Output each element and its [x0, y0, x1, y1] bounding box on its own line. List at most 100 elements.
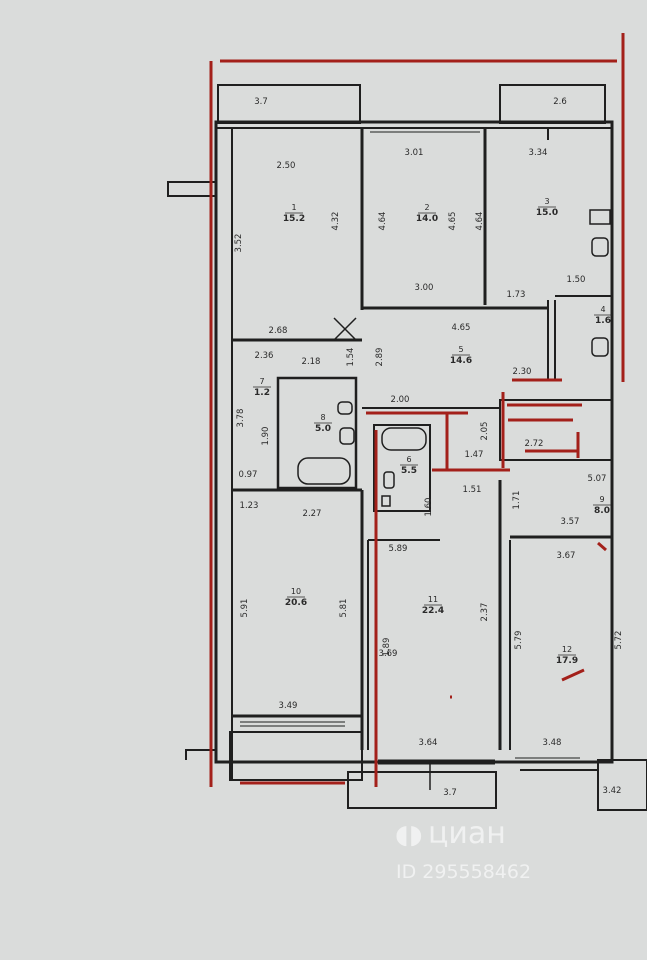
room-label: 98.0	[593, 495, 611, 516]
bath-wall	[373, 424, 431, 512]
bathtub-fixture	[297, 457, 351, 485]
room-number: 8	[320, 413, 325, 422]
sink-fixture-2	[591, 337, 609, 357]
dimension-label: 1.71	[512, 491, 522, 510]
room-area: 1.6	[595, 316, 611, 326]
dimension-label: 4.65	[452, 323, 471, 333]
room-area: 15.2	[283, 214, 305, 224]
room-label: 12 17.9	[556, 645, 578, 666]
room-number: 9	[599, 495, 604, 504]
watermark-brand: циан	[428, 816, 506, 851]
dimension-label: 1.90	[261, 427, 271, 446]
dimension-label: 2.36	[255, 351, 274, 361]
room-area: 17.9	[556, 656, 578, 666]
walls	[167, 84, 647, 811]
dimension-label: 1.50	[567, 275, 586, 285]
dimension-label: 4.64	[378, 212, 388, 231]
bathtub-fixture-2	[381, 427, 427, 451]
dimension-label: 4.64	[475, 212, 485, 231]
room-number: 3	[544, 197, 549, 206]
dimension-label: 3.42	[603, 786, 622, 796]
markup-dash-2	[597, 541, 607, 552]
dimension-label: 4.32	[331, 212, 341, 231]
dimension-label: 1.89	[382, 638, 392, 657]
dimension-label: 5.91	[240, 599, 250, 618]
toilet-fixture-2	[591, 237, 609, 257]
room-label: 315.0	[536, 197, 558, 218]
dimension-label: 2.72	[525, 439, 544, 449]
dimension-label: 2.00	[391, 395, 410, 405]
sink-fixture-4	[383, 471, 395, 489]
dimension-label: 2.6	[553, 97, 567, 107]
balcony-bottom-left	[229, 731, 363, 781]
sink-fixture-3	[589, 209, 611, 225]
dimension-label: 2.27	[303, 509, 322, 519]
door-swing-2	[333, 317, 357, 341]
dimension-label: 1.73	[507, 290, 526, 300]
room-area: 14.6	[450, 356, 472, 366]
dimension-label: 3.7	[443, 788, 457, 798]
dimension-label: 3.00	[415, 283, 434, 293]
corridor-wall	[499, 399, 613, 461]
dimension-label: 3.69	[379, 649, 398, 659]
sink-fixture	[339, 427, 355, 445]
room-number: 5	[458, 345, 463, 354]
toilet-fixture	[337, 401, 353, 415]
dimension-label: 1.47	[465, 450, 484, 460]
dimension-label: 3.78	[236, 409, 246, 428]
room-labels: 115.2214.0315.041.6514.665.571.285.098.0…	[253, 197, 612, 666]
dimension-label: 3.01	[405, 148, 424, 158]
room-number: 6	[406, 455, 411, 464]
watermark-logo: ◖◗	[395, 820, 422, 850]
red-markup	[209, 33, 625, 787]
dimension-label: 3.48	[543, 738, 562, 748]
dimension-labels: 3.7 2.6 2.50 3.01 3.34 3.52 4.32 4.64 4.65 4.64 3.…	[234, 97, 624, 798]
room-label: 11 22.4	[422, 595, 444, 616]
room-label: 65.5	[400, 455, 418, 476]
dimension-label: 3.49	[279, 701, 298, 711]
room-area: 15.0	[536, 208, 558, 218]
room-number: 2	[424, 203, 429, 212]
room-label: 214.0	[416, 203, 438, 224]
balcony-bottom-right	[597, 759, 647, 811]
washer-fixture	[381, 495, 391, 507]
watermark: ◖◗ циан ID 295558462	[395, 816, 531, 883]
room-label: 71.2	[253, 377, 271, 398]
room-area: 22.4	[422, 606, 444, 616]
dimension-label: 3.67	[557, 551, 576, 561]
fixtures	[297, 209, 611, 507]
dimension-label: 2.18	[302, 357, 321, 367]
dimension-label: 3.57	[561, 517, 580, 527]
room-number: 10	[291, 587, 301, 596]
dimension-label: 3.52	[234, 234, 244, 253]
dimension-label: 5.79	[514, 631, 524, 650]
dimension-label: 0.97	[239, 470, 258, 480]
dimension-label: 3.64	[419, 738, 438, 748]
dimension-label: 3.7	[254, 97, 268, 107]
room-area: 5.5	[401, 466, 417, 476]
room-label: 85.0	[314, 413, 332, 434]
room-number: 11	[428, 595, 438, 604]
room-area: 14.0	[416, 214, 438, 224]
room-number: 1	[291, 203, 296, 212]
room-area: 1.2	[254, 388, 270, 398]
dimension-label: 2.89	[375, 348, 385, 367]
dimension-label: 1.60	[424, 498, 434, 517]
dimension-label: 4.65	[448, 212, 458, 231]
room-number: 4	[600, 305, 605, 314]
room-number: 12	[562, 645, 572, 654]
dimension-label: 2.05	[480, 422, 490, 441]
room-label: 41.6	[594, 305, 612, 326]
room-label: 514.6	[450, 345, 472, 366]
dimension-label: 2.50	[277, 161, 296, 171]
room-area: 8.0	[594, 506, 610, 516]
dimension-label: 5.89	[389, 544, 408, 554]
watermark-id: ID 295558462	[396, 861, 531, 883]
dimension-label: 2.37	[480, 603, 490, 622]
balcony-top-left	[217, 84, 361, 124]
dimension-label: 1.51	[463, 485, 482, 495]
dimension-label: 3.34	[529, 148, 548, 158]
